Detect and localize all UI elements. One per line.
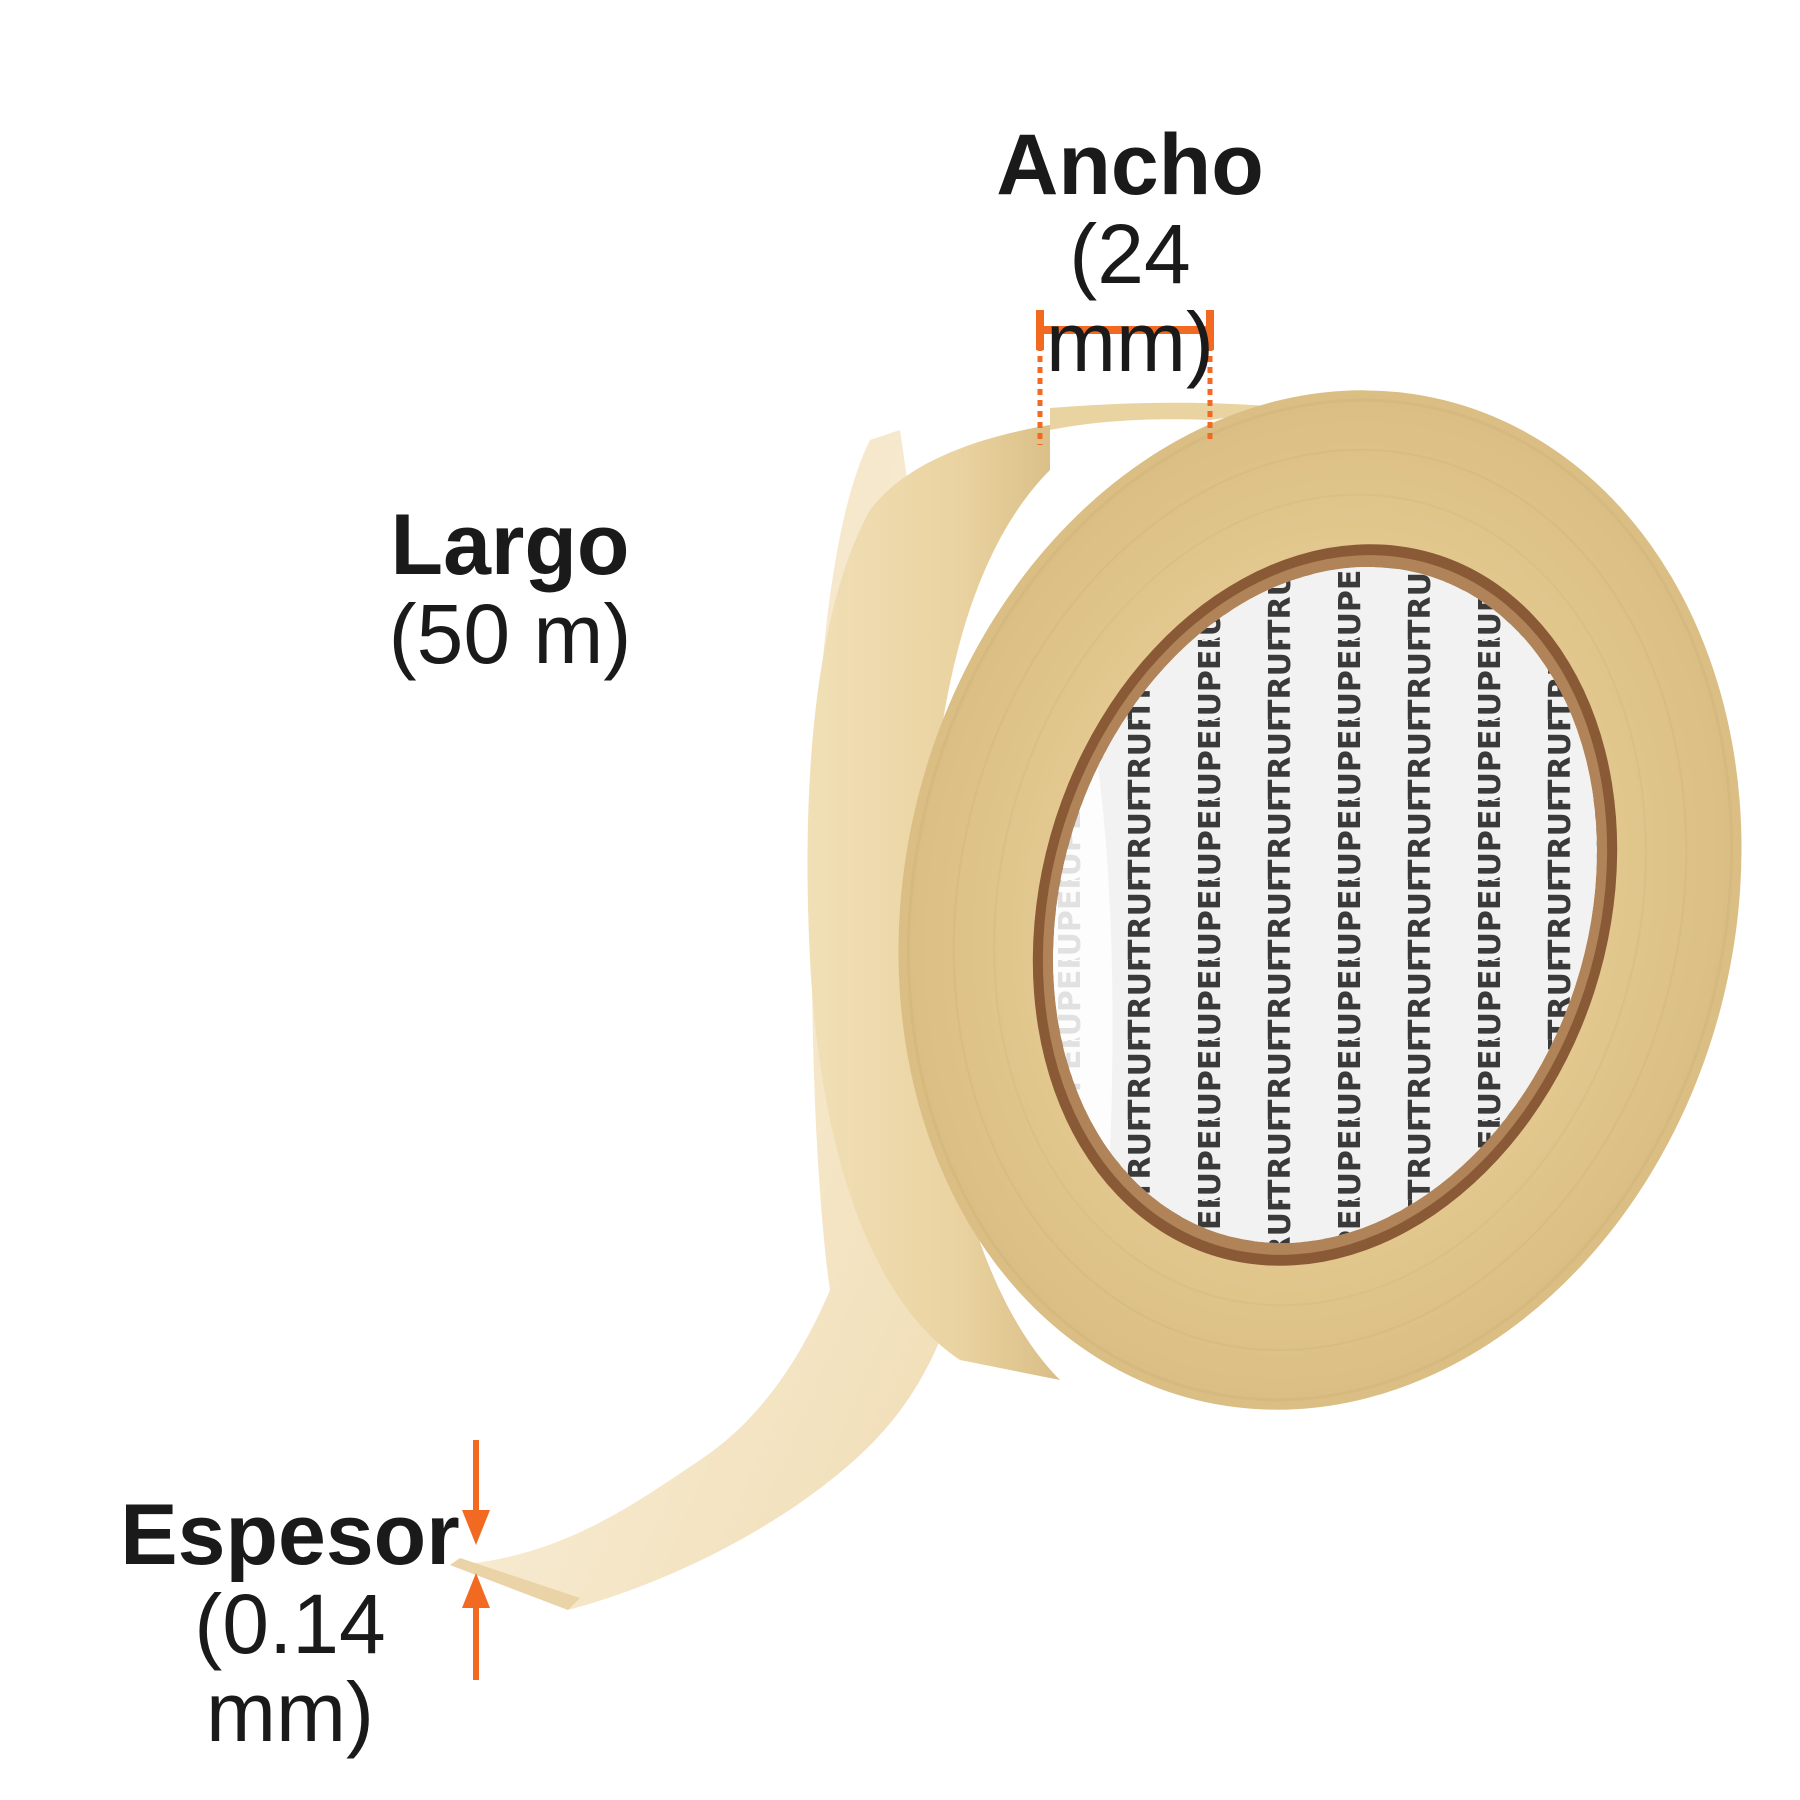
width-label-value: (24 mm) xyxy=(1046,207,1214,390)
length-label: Largo (50 m) xyxy=(350,497,670,682)
width-label: Ancho (24 mm) xyxy=(980,120,1280,387)
thickness-label-name: Espesor xyxy=(120,1487,460,1583)
width-label-name: Ancho xyxy=(996,117,1264,213)
tape-strip-end xyxy=(450,1558,580,1610)
thickness-label: Espesor (0.14 mm) xyxy=(120,1490,460,1757)
tape-roll-side xyxy=(807,425,1060,1380)
length-label-name: Largo xyxy=(390,497,630,593)
thickness-dimension-arrows xyxy=(462,1440,490,1680)
arrow-up-icon xyxy=(462,1573,490,1608)
length-label-value: (50 m) xyxy=(388,587,632,682)
width-dimension-marker xyxy=(1036,310,1214,445)
thickness-label-value: (0.14 mm) xyxy=(194,1577,386,1760)
arrow-down-icon xyxy=(462,1510,490,1545)
